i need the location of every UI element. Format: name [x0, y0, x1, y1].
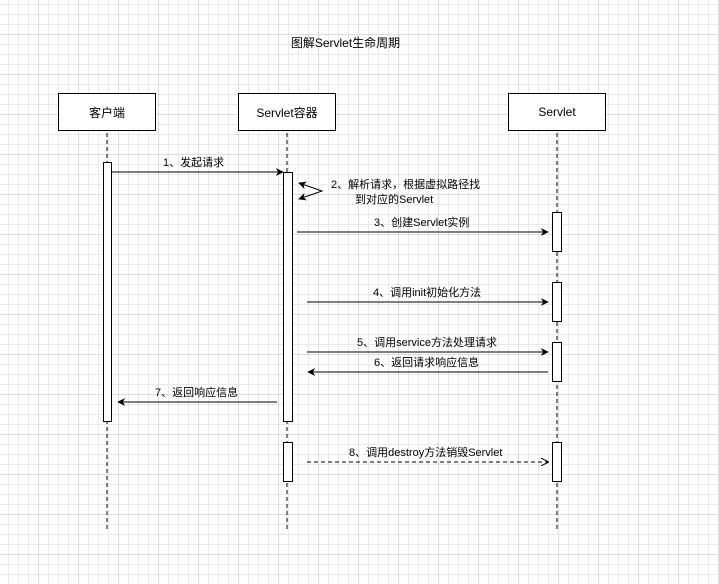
message-label-3: 3、创建Servlet实例	[374, 217, 470, 229]
participant-servlet-container: Servlet容器	[238, 93, 336, 131]
participant-client: 客户端	[58, 93, 156, 131]
message-label-2-line2: 到对应的Servlet	[355, 194, 434, 206]
message-arrow-2	[298, 181, 324, 201]
activation-container-main	[283, 172, 293, 422]
activation-client	[103, 162, 112, 422]
message-label-4: 4、调用init初始化方法	[373, 287, 482, 299]
message-label-5: 5、调用service方法处理请求	[357, 337, 497, 349]
participant-servlet: Servlet	[508, 93, 606, 131]
message-label-1: 1、发起请求	[163, 157, 225, 169]
diagram-title: 图解Servlet生命周期	[290, 36, 401, 50]
activation-servlet-init	[552, 282, 562, 322]
message-label-2: 2、解析请求，根据虚拟路径找	[331, 179, 481, 191]
activation-container-destroy	[283, 442, 293, 482]
message-label-7: 7、返回响应信息	[155, 387, 239, 399]
activation-servlet-create	[552, 212, 562, 252]
activation-servlet-destroy	[552, 442, 562, 482]
message-label-6: 6、返回请求响应信息	[374, 357, 480, 369]
message-label-8: 8、调用destroy方法销毁Servlet	[349, 447, 503, 459]
activation-servlet-service	[552, 342, 562, 382]
